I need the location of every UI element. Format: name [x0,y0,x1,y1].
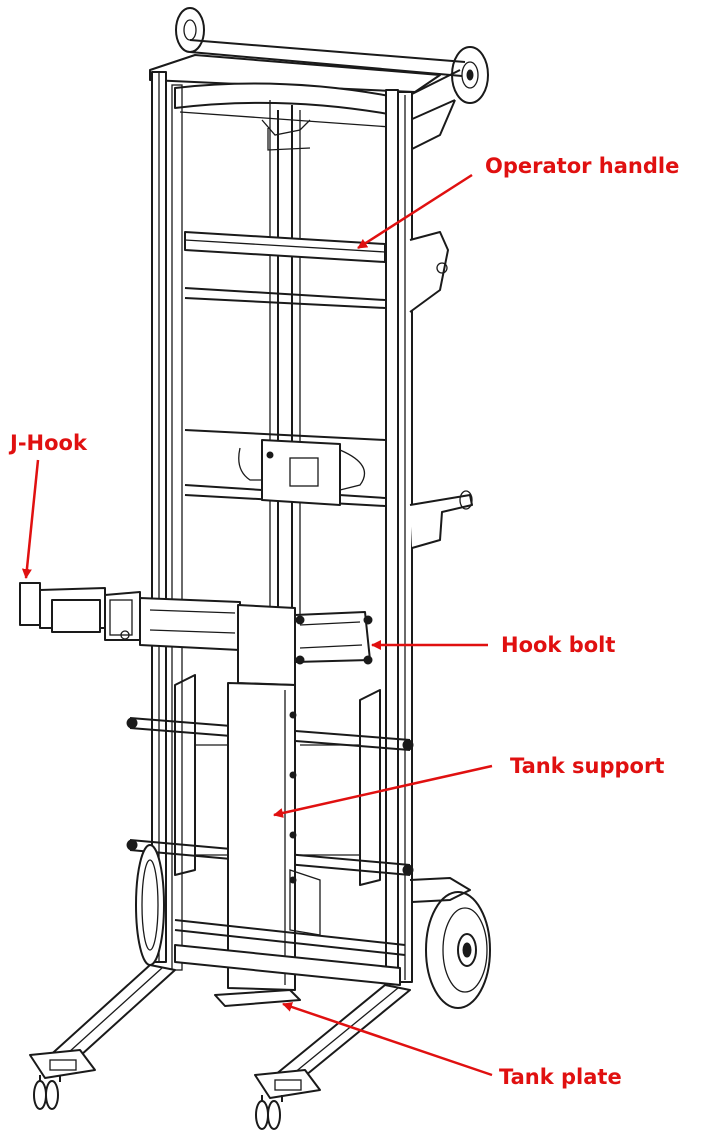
caster-left [29,1049,96,1110]
central-rods [261,100,311,620]
mast-left-upright [151,71,183,971]
arrow-tank-support [273,764,493,818]
winch-crank [409,494,473,549]
callout-hook-bolt: Hook bolt [501,633,616,657]
arrow-j-hook [21,459,40,579]
tank-support-column [227,604,297,991]
wheel-left [135,844,165,966]
left-leg [44,964,176,1066]
mast-right-upright [385,89,413,983]
caster-right [254,1069,321,1130]
callout-j-hook: J-Hook [10,431,87,455]
arrow-operator-handle [357,173,473,250]
callout-operator-handle: Operator handle [485,154,680,178]
j-hook-assembly [19,582,241,651]
arrow-tank-plate [282,1002,493,1077]
wheel-right [409,877,491,1009]
top-frame [149,54,441,93]
callout-tank-support: Tank support [510,754,665,778]
top-wheel-left [175,7,205,53]
top-axle [189,39,466,77]
handle-crossbar [184,231,386,263]
callout-tank-plate: Tank plate [499,1065,622,1089]
tank-plate [214,989,301,1007]
winch-housing [238,439,366,506]
